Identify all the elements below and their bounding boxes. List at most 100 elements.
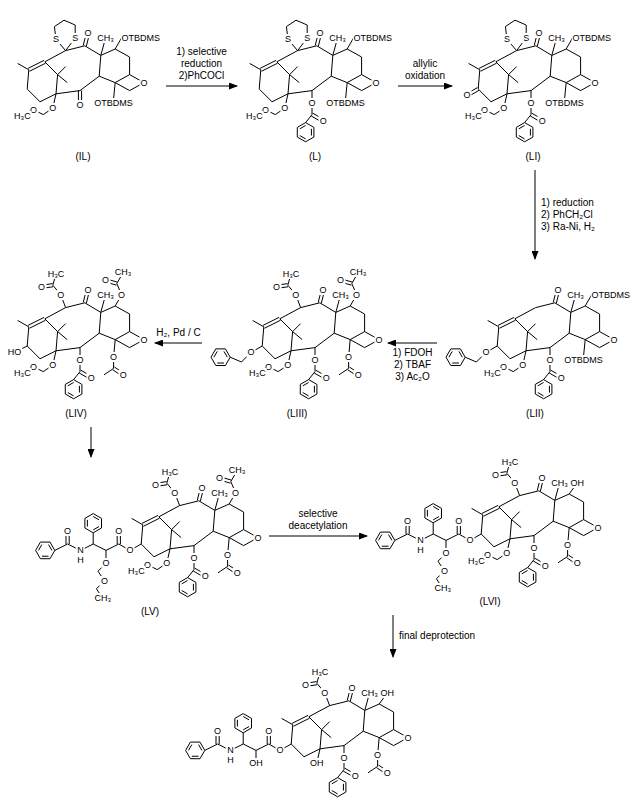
bond bbox=[101, 49, 115, 55]
bond bbox=[188, 745, 191, 751]
bond bbox=[505, 20, 515, 26]
atom-label: O bbox=[100, 576, 109, 586]
bond bbox=[379, 704, 393, 712]
atom-label: O bbox=[320, 688, 329, 698]
bond bbox=[526, 348, 550, 351]
atom-label: S bbox=[522, 33, 530, 43]
bond bbox=[182, 580, 188, 583]
bond bbox=[507, 91, 531, 94]
bond bbox=[213, 531, 229, 537]
bond bbox=[497, 346, 510, 359]
bond bbox=[28, 317, 44, 325]
bond bbox=[180, 501, 199, 506]
bond bbox=[522, 570, 528, 573]
bond bbox=[251, 718, 252, 728]
atom-label: CH₃ bbox=[328, 33, 347, 43]
bond bbox=[27, 89, 40, 102]
reaction-arrow bbox=[91, 427, 92, 457]
atom-label: O bbox=[499, 103, 508, 113]
bond bbox=[306, 123, 314, 128]
bond bbox=[243, 727, 249, 730]
bond bbox=[81, 384, 82, 394]
bond bbox=[536, 303, 555, 308]
bond bbox=[515, 319, 528, 332]
bond bbox=[304, 749, 320, 757]
bond bbox=[515, 308, 536, 319]
bond bbox=[74, 372, 80, 380]
bond bbox=[216, 365, 226, 366]
bond bbox=[293, 332, 303, 340]
bond bbox=[50, 550, 55, 558]
bond bbox=[449, 351, 452, 357]
bond bbox=[528, 560, 534, 568]
atom-label: OTBDMS bbox=[591, 290, 631, 300]
atom-label: OH bbox=[569, 478, 585, 488]
atom-label: N bbox=[416, 535, 425, 545]
atom-label: O bbox=[56, 290, 65, 300]
bond bbox=[544, 372, 550, 380]
bond bbox=[293, 324, 301, 332]
bond bbox=[262, 346, 275, 359]
bond bbox=[519, 125, 525, 128]
atom-label: O bbox=[440, 566, 449, 576]
bond bbox=[336, 306, 350, 312]
bond bbox=[535, 384, 536, 394]
compound-number: (LI) bbox=[526, 151, 541, 163]
bond bbox=[306, 115, 312, 123]
bond bbox=[526, 332, 528, 351]
bond bbox=[211, 357, 216, 365]
atom-label: H₃C bbox=[161, 467, 180, 477]
bond bbox=[580, 57, 581, 75]
bond bbox=[291, 332, 293, 351]
bond bbox=[365, 704, 379, 710]
bond bbox=[179, 582, 180, 592]
bond bbox=[290, 75, 300, 83]
bond bbox=[45, 62, 58, 75]
atom-label: CH₃ bbox=[349, 267, 368, 277]
bond bbox=[491, 94, 507, 102]
compound-number: (LIV) bbox=[65, 408, 87, 420]
bond bbox=[30, 320, 46, 328]
atom-label: O bbox=[197, 483, 206, 493]
atom-label: CH₃ bbox=[93, 593, 112, 603]
bond bbox=[334, 312, 336, 333]
reaction-arrow bbox=[393, 615, 394, 657]
atom-label: O bbox=[213, 726, 222, 736]
bond bbox=[253, 320, 264, 326]
bond bbox=[262, 63, 278, 71]
bond bbox=[309, 372, 315, 380]
bond bbox=[306, 137, 314, 142]
bond bbox=[520, 491, 539, 496]
bond bbox=[569, 494, 583, 502]
bond bbox=[496, 62, 509, 75]
reaction-arrow bbox=[388, 343, 437, 344]
atom-label: O bbox=[162, 558, 171, 568]
bond bbox=[85, 528, 93, 533]
atom-label: O bbox=[352, 290, 361, 300]
bond bbox=[101, 306, 115, 312]
atom-label: O bbox=[310, 355, 319, 365]
bond bbox=[115, 340, 129, 348]
atom-label: O bbox=[510, 478, 519, 488]
bond bbox=[481, 63, 497, 71]
bond bbox=[294, 718, 310, 726]
bond bbox=[74, 394, 82, 399]
bond bbox=[277, 51, 298, 62]
atom-label: O bbox=[83, 285, 92, 295]
bond bbox=[214, 351, 217, 357]
reagent-label: 1) reduction 2) PhCH₂Cl 3) Ra-Ni, H₂ bbox=[541, 197, 603, 233]
bond bbox=[393, 712, 394, 730]
bond bbox=[331, 55, 333, 76]
bond bbox=[488, 320, 499, 326]
atom-label: OH bbox=[248, 758, 264, 768]
atom-label: H₃C bbox=[464, 111, 483, 121]
bond bbox=[256, 744, 269, 750]
compound: OOH₃COCH₃OOCH₃OOOOOOOH₃COOOOCH₃NHO(LV) bbox=[30, 460, 266, 622]
bond bbox=[99, 76, 115, 82]
bond bbox=[347, 49, 361, 57]
bond bbox=[288, 75, 290, 94]
bond bbox=[347, 83, 361, 91]
bond bbox=[129, 314, 130, 332]
atom-label: O bbox=[75, 100, 84, 110]
bond bbox=[99, 55, 101, 76]
